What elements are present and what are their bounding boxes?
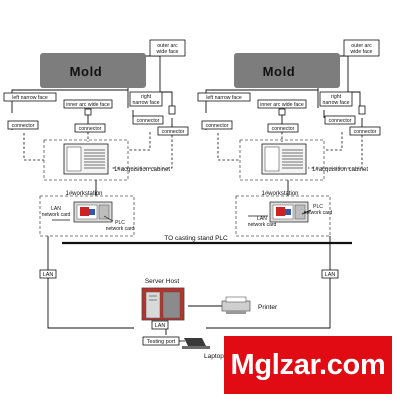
mold-label: Mold [70, 64, 103, 79]
workstation-label: 1#workstation [261, 191, 298, 197]
lan-right-label: LAN [321, 269, 339, 279]
plug-icon [84, 108, 92, 116]
cabinet-label: 1#acquisition cabinet [114, 167, 170, 173]
laptop-icon [182, 338, 210, 349]
workstation-label: 1#workstation [65, 191, 102, 197]
connector-text: connector [79, 126, 102, 132]
connector-3: connector [132, 115, 164, 125]
workstation-icon [73, 201, 113, 223]
connector-3: connector [324, 115, 356, 125]
server-lan-label: LAN [151, 320, 169, 330]
connector-text: connector [354, 129, 377, 135]
plug-icon [358, 105, 366, 115]
cabinet-region [43, 139, 129, 181]
connector-text: connector [206, 123, 229, 129]
mold-label: Mold [263, 64, 296, 79]
workstation-icon [269, 201, 309, 223]
inner-arc-text: inner arc wide face [260, 102, 304, 108]
testing-port-label: Testing port [142, 336, 180, 346]
connector-text: connector [137, 118, 160, 124]
connector-text: connector [12, 123, 35, 129]
connector-4: connector [349, 126, 381, 136]
plc-card-pointer [301, 209, 312, 215]
lan-left-label: LAN [39, 269, 57, 279]
printer-label: Printer [258, 304, 278, 311]
inner-arc-label: inner arc wide face [257, 99, 307, 109]
left-narrow-face-text: left narrow face [206, 95, 242, 101]
signal-lines [23, 132, 173, 169]
plug-icon [168, 105, 176, 115]
casting-plc-label: TO casting stand PLC [164, 235, 228, 242]
connector-text: connector [329, 118, 352, 124]
server-host-label: Server Host [145, 278, 180, 285]
lan-left-text: LAN [43, 272, 54, 278]
connector-2: connector [74, 123, 106, 133]
testing-port-text: Testing port [147, 339, 176, 345]
left-narrow-face-label: left narrow face [3, 92, 57, 102]
connector-text: connector [272, 126, 295, 132]
watermark-text: Mglzar.com [230, 348, 386, 381]
workstation-region [39, 195, 135, 237]
connector-1: connector [201, 120, 233, 130]
lan-right-text: LAN [325, 272, 336, 278]
plug-icon [278, 108, 286, 116]
signal-lines [217, 132, 363, 169]
workstation-region [235, 195, 331, 237]
cabinet-region [239, 139, 325, 181]
watermark-banner: Mglzar.com [224, 336, 392, 394]
cabinet-icon [261, 143, 307, 175]
mold-block [234, 53, 340, 88]
connector-1: connector [7, 120, 39, 130]
left-narrow-face-text: left narrow face [12, 95, 48, 101]
connector-2: connector [267, 123, 299, 133]
laptop-label: Laptop [204, 353, 224, 360]
server-host-icon [141, 287, 185, 321]
inner-arc-text: inner arc wide face [66, 102, 110, 108]
lan-network [47, 236, 331, 335]
left-narrow-face-label: left narrow face [197, 92, 251, 102]
cabinet-icon [63, 143, 109, 175]
inner-arc-label: inner arc wide face [63, 99, 113, 109]
plc-card-pointer [103, 215, 114, 222]
server-lan-text: LAN [155, 323, 166, 329]
printer-icon [221, 296, 251, 314]
cabinet-label: 1#acquisition cabinet [312, 167, 368, 173]
mold-block [40, 53, 146, 88]
connector-text: connector [162, 129, 185, 135]
connector-4: connector [157, 126, 189, 136]
